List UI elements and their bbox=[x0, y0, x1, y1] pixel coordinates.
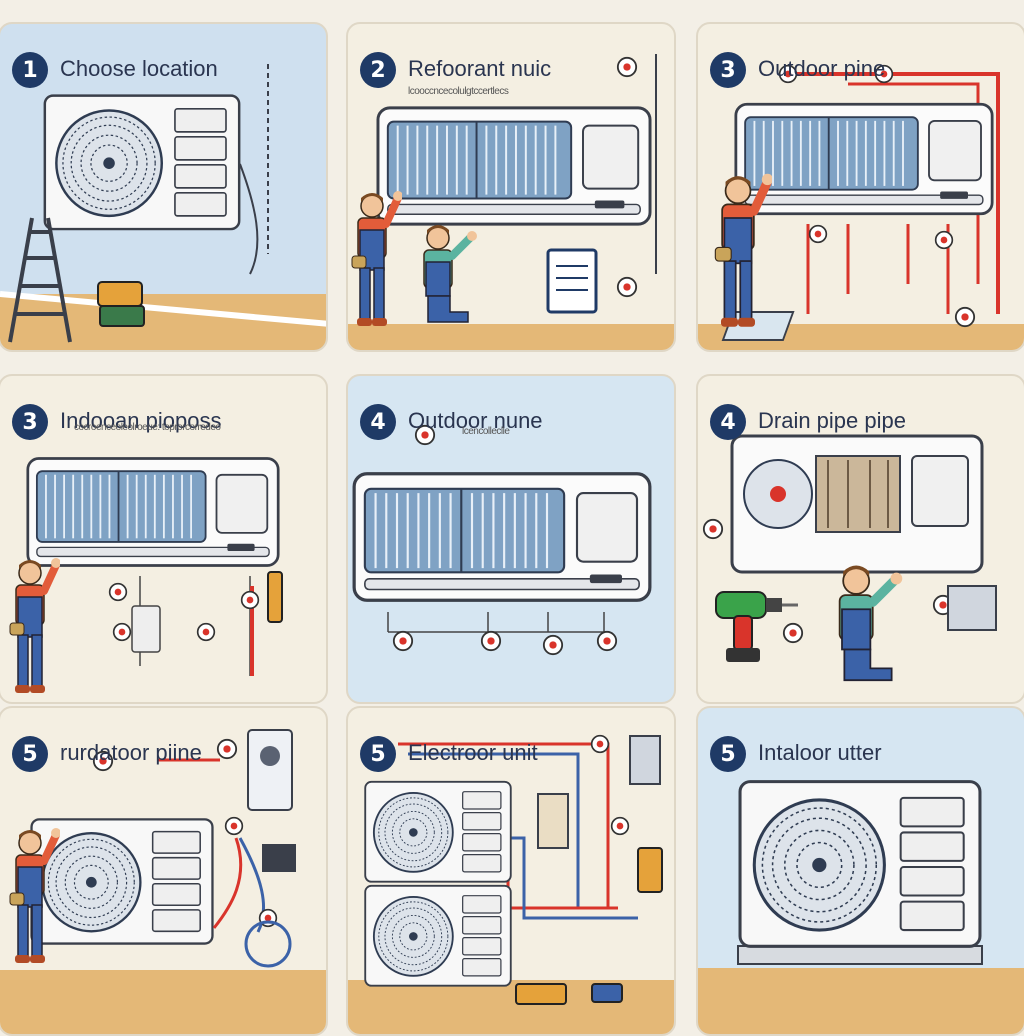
panel-title: Electroor unit bbox=[408, 740, 538, 765]
step-number-badge: 5 bbox=[710, 736, 746, 772]
step-panel-7: 5 rurdatoor piine bbox=[0, 706, 328, 1036]
panel-title: Refoorant nuic bbox=[408, 56, 552, 81]
step-number-badge: 3 bbox=[12, 404, 48, 440]
refrigerant-illustration bbox=[348, 54, 674, 350]
step-panel-2: 2 Refoorant nuic lcooccncecolulgtccertle… bbox=[346, 22, 676, 352]
step-panel-3: 3 Outdoor pine bbox=[696, 22, 1024, 352]
step-panel-6: 4 Drain pipe pipe bbox=[696, 374, 1024, 704]
outdoor-unit-illustration bbox=[352, 424, 652, 656]
indoor-pipe-illustration bbox=[0, 457, 283, 704]
panel-title: Indooan pioposs bbox=[60, 408, 222, 433]
panel-title: Outdoor pine bbox=[758, 56, 886, 81]
indoor-pipe-caption: cocroenceoleolroeue: toprorcorredeo bbox=[74, 422, 221, 433]
step-panel-4: 3 Indooan pioposs cocroenceoleolroeue: t… bbox=[0, 374, 328, 704]
step-number-badge: 1 bbox=[12, 52, 48, 88]
panel-title: Choose location bbox=[60, 56, 218, 81]
choose-location-illustration bbox=[0, 64, 326, 350]
step-panel-8: 5 Electroor unit bbox=[346, 706, 676, 1036]
drain-pipe-illustration bbox=[702, 434, 997, 704]
panel-title: Drain pipe pipe bbox=[758, 408, 906, 433]
outdoor-pipe-illustration-2 bbox=[0, 729, 326, 1034]
step-number-badge: 5 bbox=[12, 736, 48, 772]
step-number-badge: 2 bbox=[360, 52, 396, 88]
panel-title: Outdoor nune bbox=[408, 408, 543, 433]
panel-title: Intaloor utter bbox=[758, 740, 882, 765]
step-number-badge: 4 bbox=[360, 404, 396, 440]
outdoor-pipe-illustration bbox=[698, 64, 1024, 350]
panel-title: rurdatoor piine bbox=[60, 740, 202, 765]
refrigerant-caption: lcooccncecolulgtccertlecs bbox=[408, 86, 509, 97]
step-number-badge: 4 bbox=[710, 404, 746, 440]
step-panel-5: 4 Outdoor nune lcencolleclle bbox=[346, 374, 676, 704]
step-number-badge: 3 bbox=[710, 52, 746, 88]
step-number-badge: 5 bbox=[360, 736, 396, 772]
step-panel-9: 5 Intaloor utter bbox=[696, 706, 1024, 1036]
outdoor-unit-caption: lcencolleclle bbox=[462, 426, 510, 437]
step-panel-1: 1 Choose location bbox=[0, 22, 328, 352]
install-outdoor-unit-illustration bbox=[698, 780, 1024, 1034]
